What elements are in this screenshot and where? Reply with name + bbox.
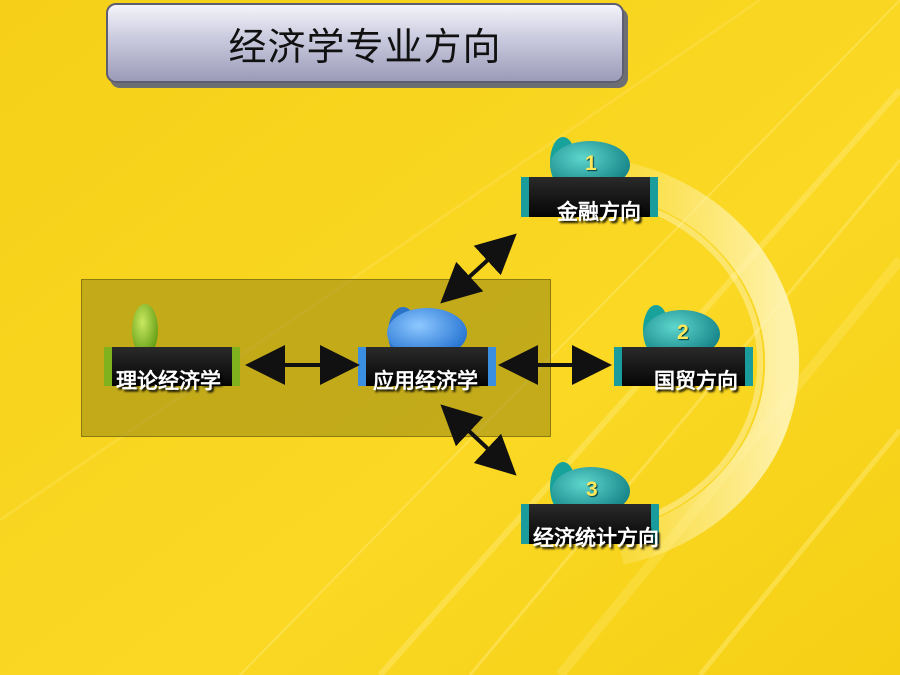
- theory-label: 理论经济学: [116, 369, 221, 393]
- finance-node: [521, 137, 658, 217]
- arrow-applied-finance: [440, 233, 517, 304]
- applied-orb: [387, 308, 467, 358]
- page-title: 经济学专业方向: [228, 24, 502, 69]
- trade-number: 2: [677, 321, 689, 344]
- statistics-node: [521, 462, 659, 544]
- statistics-number: 3: [586, 478, 598, 501]
- finance-label-box: [521, 177, 658, 217]
- title-banner: 经济学专业方向: [106, 3, 624, 83]
- finance-number: 1: [585, 152, 597, 175]
- theory-node: [104, 304, 240, 386]
- theory-label-box: [104, 347, 240, 386]
- statistics-orb: [552, 467, 630, 515]
- finance-label: 金融方向: [557, 200, 641, 224]
- arrow-applied-statistics: [440, 404, 517, 476]
- applied-label: 应用经济学: [373, 369, 478, 393]
- trade-orb: [644, 310, 720, 358]
- statistics-label: 经济统计方向: [533, 526, 659, 550]
- trade-label: 国贸方向: [654, 369, 738, 393]
- trade-label-box: [614, 347, 753, 386]
- statistics-label-box: [521, 504, 659, 544]
- applied-label-box: [358, 347, 496, 386]
- theory-orb: [132, 304, 158, 356]
- trade-node: [614, 305, 753, 386]
- applied-node: [358, 307, 496, 386]
